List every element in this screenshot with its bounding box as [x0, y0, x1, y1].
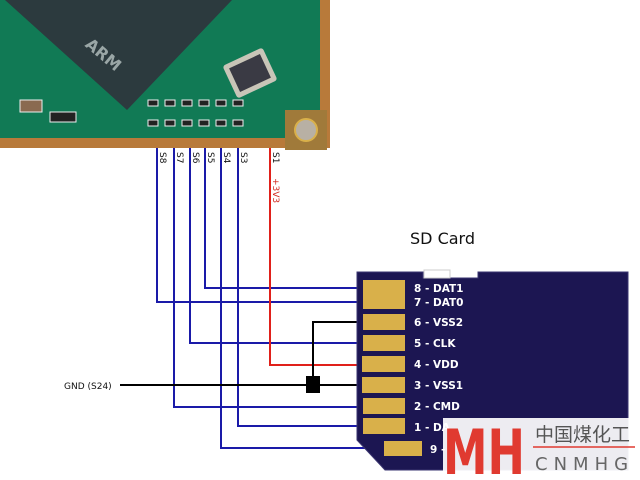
svg-text:S3: S3: [238, 152, 248, 163]
svg-text:S5: S5: [205, 152, 215, 163]
svg-text:2 - CMD: 2 - CMD: [414, 401, 460, 413]
svg-text:9 -: 9 -: [430, 444, 445, 456]
wire-s1-vdd: [269, 148, 382, 366]
sd-card-title: SD Card: [410, 229, 475, 248]
ground-junction: [306, 376, 320, 393]
wire-s8-dat0: [156, 148, 382, 303]
arm-chip: [5, 0, 232, 110]
svg-text:S6: S6: [190, 152, 200, 164]
wire-s6-clk: [189, 148, 382, 344]
ground-wires: [120, 321, 382, 386]
svg-text:8 - DAT1: 8 - DAT1: [414, 283, 463, 295]
watermark-logo: MH: [443, 416, 525, 480]
svg-text:1 - DA: 1 - DA: [414, 422, 451, 434]
svg-text:+3V3: +3V3: [270, 178, 280, 203]
wire-s4-pin9: [220, 148, 400, 449]
svg-text:5 - CLK: 5 - CLK: [414, 338, 456, 350]
watermark: MH 中国煤化工 CNMHG: [443, 416, 640, 480]
pcb-board: ARM: [0, 0, 330, 150]
svg-text:3 - VSS1: 3 - VSS1: [414, 380, 463, 392]
wire-s5-dat1: [204, 148, 382, 289]
board-edge-pads: [0, 0, 330, 148]
card-pads: [362, 280, 422, 456]
signal-labels: S8 S7 S6 S5 S4 S3 S1 +3V3: [157, 152, 280, 203]
data-wires: [156, 148, 400, 449]
svg-text:S1: S1: [270, 152, 280, 163]
svg-text:S8: S8: [157, 152, 167, 164]
gnd-label: GND (S24): [64, 382, 112, 392]
svg-text:6 - VSS2: 6 - VSS2: [414, 317, 463, 329]
pin-labels: 8 - DAT1 7 - DAT0 6 - VSS2 5 - CLK 4 - V…: [414, 283, 463, 456]
svg-text:4 - VDD: 4 - VDD: [414, 359, 459, 371]
svg-text:S4: S4: [221, 152, 231, 164]
svg-text:CNMHG: CNMHG: [535, 454, 634, 475]
svg-text:中国煤化工: 中国煤化工: [535, 424, 630, 446]
wire-s3-pin1: [237, 148, 382, 427]
svg-text:S7: S7: [174, 152, 184, 163]
svg-text:7 - DAT0: 7 - DAT0: [414, 297, 463, 309]
wire-s7-cmd: [173, 148, 382, 408]
